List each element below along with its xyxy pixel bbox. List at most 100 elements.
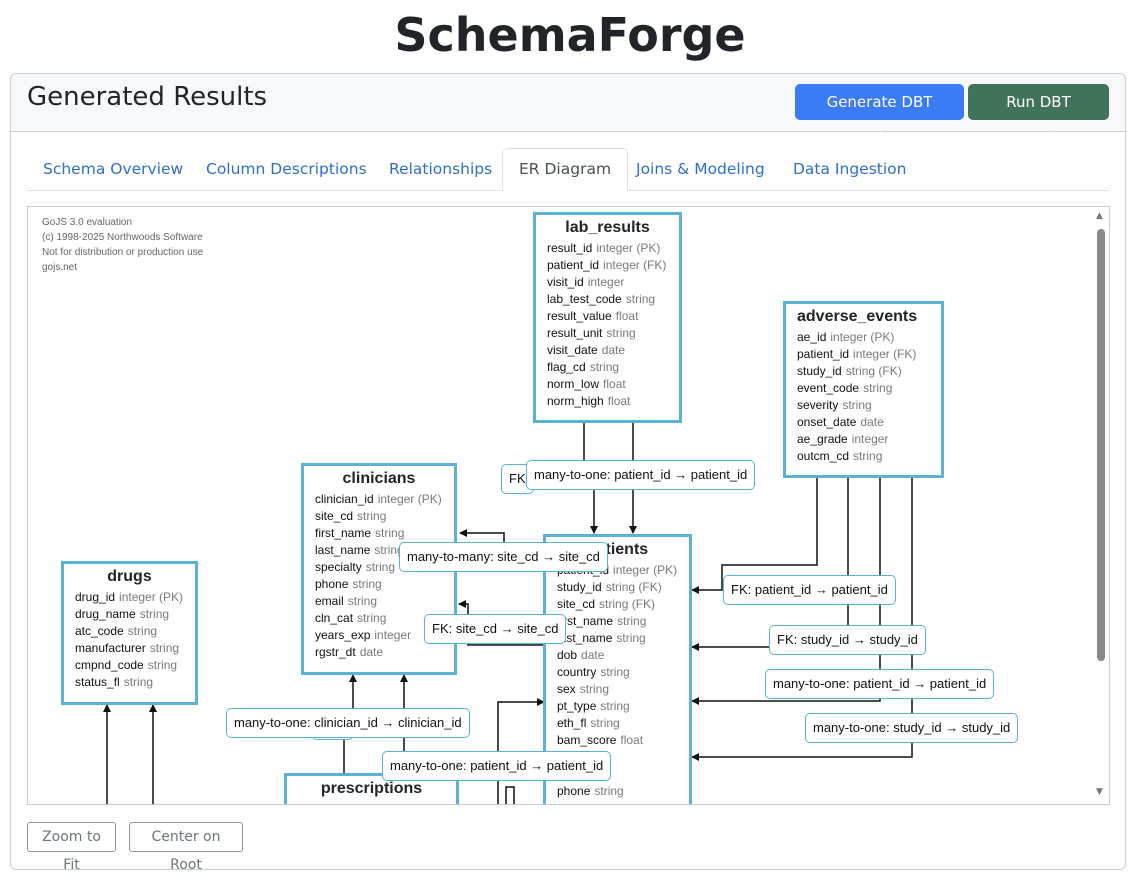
field-name: ae_grade bbox=[797, 432, 848, 446]
scroll-up-icon[interactable]: ▲ bbox=[1096, 211, 1103, 221]
watermark-line: gojs.net bbox=[42, 262, 78, 273]
field-type: string bbox=[625, 292, 656, 306]
field-type: string bbox=[579, 682, 610, 696]
watermark-line: (c) 1998-2025 Northwoods Software bbox=[42, 232, 203, 243]
field-type: string bbox=[357, 509, 387, 523]
field-type: string (FK) bbox=[605, 580, 662, 594]
field-name: eth_fl bbox=[557, 716, 587, 730]
field-name: email bbox=[315, 594, 344, 608]
er-diagram-canvas[interactable]: GoJS 3.0 evaluation (c) 1998-2025 Northw… bbox=[27, 206, 1110, 805]
field-type: string bbox=[365, 560, 396, 574]
field-name: lab_test_code bbox=[547, 292, 622, 306]
field-name: pt_type bbox=[557, 699, 597, 713]
edge-label[interactable]: many-to-many: site_cd → site_cd bbox=[399, 542, 608, 572]
field-type: string (FK) bbox=[845, 364, 902, 378]
field-type: string bbox=[590, 716, 620, 730]
scroll-down-icon[interactable]: ▼ bbox=[1096, 787, 1103, 797]
relationship-edges bbox=[103, 423, 913, 804]
field-name: rgstr_dt bbox=[315, 645, 356, 659]
field-type: integer bbox=[374, 628, 412, 642]
entity-title: drugs bbox=[107, 568, 152, 585]
scrollbar-thumb[interactable] bbox=[1097, 229, 1105, 661]
field-type: date bbox=[601, 343, 626, 357]
results-title: Generated Results bbox=[27, 82, 268, 112]
field-type: date bbox=[359, 645, 384, 659]
run-dbt-locally-button[interactable]: Run DBT Locally bbox=[968, 84, 1109, 147]
field-type: integer (PK) bbox=[119, 590, 184, 604]
entity-title: adverse_events bbox=[797, 308, 918, 325]
field-type: string bbox=[616, 631, 646, 645]
field-type: float bbox=[615, 309, 639, 323]
field-name: last_name bbox=[315, 543, 371, 557]
field-name: norm_low bbox=[547, 377, 600, 391]
field-name: clinician_id bbox=[315, 492, 374, 506]
entity-title: lab_results bbox=[565, 219, 650, 236]
edge-label[interactable]: many-to-one: patient_id → patient_id bbox=[526, 460, 756, 490]
generate-dbt-rules-button[interactable]: Generate DBT Rules bbox=[795, 84, 964, 147]
field-name: site_cd bbox=[315, 509, 354, 523]
field-name: site_cd bbox=[557, 597, 596, 611]
edge-label[interactable]: FK: study_id → study_id bbox=[769, 625, 926, 655]
field-type: integer (FK) bbox=[853, 347, 917, 361]
field-name: norm_high bbox=[547, 394, 604, 408]
field-name: severity bbox=[797, 398, 839, 412]
field-type: string bbox=[842, 398, 872, 412]
field-name: patient_id bbox=[547, 258, 600, 272]
field-type: string bbox=[347, 594, 378, 608]
tab-column-descriptions[interactable]: Column Descriptions bbox=[206, 160, 367, 178]
field-name: onset_date bbox=[797, 415, 857, 429]
field-type: string bbox=[374, 543, 404, 557]
edge-label[interactable]: many-to-one: patient_id → patient_id bbox=[765, 669, 995, 699]
field-type: string bbox=[600, 699, 630, 713]
tab-schema-overview[interactable]: Schema Overview bbox=[43, 160, 184, 178]
results-tabs: Schema Overview Column Descriptions Rela… bbox=[27, 148, 1109, 191]
edge-label[interactable]: FK: patient_id → patient_id bbox=[723, 575, 896, 605]
tab-joins-modeling[interactable]: Joins & Modeling bbox=[636, 160, 765, 178]
field-type: string bbox=[357, 611, 387, 625]
field-type: float bbox=[607, 394, 631, 408]
field-name: visit_id bbox=[547, 275, 584, 289]
field-name: result_unit bbox=[547, 326, 603, 340]
field-name: phone bbox=[557, 784, 591, 798]
gojs-watermark: GoJS 3.0 evaluation (c) 1998-2025 Northw… bbox=[42, 215, 203, 275]
edge-label[interactable]: FK: site_cd → site_cd bbox=[424, 614, 567, 644]
field-name: last_name bbox=[557, 631, 613, 645]
diagram-scrollbar[interactable]: ▲ ▼ bbox=[1093, 207, 1109, 804]
edge-label[interactable]: many-to-one: patient_id → patient_id bbox=[382, 751, 612, 781]
field-name: flag_cd bbox=[547, 360, 586, 374]
field-name: study_id bbox=[797, 364, 842, 378]
edge-label[interactable]: many-to-one: clinician_id → clinician_id bbox=[226, 708, 470, 738]
field-name: dob bbox=[557, 648, 578, 662]
tab-er-diagram[interactable]: ER Diagram bbox=[502, 148, 629, 191]
tab-data-ingestion[interactable]: Data Ingestion bbox=[793, 160, 907, 178]
zoom-to-fit-button[interactable]: Zoom to Fit bbox=[27, 822, 116, 873]
tab-relationships[interactable]: Relationships bbox=[389, 160, 493, 178]
center-on-root-button[interactable]: Center on Root bbox=[129, 822, 243, 873]
edge-label[interactable]: many-to-one: study_id → study_id bbox=[805, 713, 1019, 743]
results-header: Generated Results Generate DBT Rules Run… bbox=[11, 74, 1125, 147]
field-type: string (FK) bbox=[599, 597, 656, 611]
